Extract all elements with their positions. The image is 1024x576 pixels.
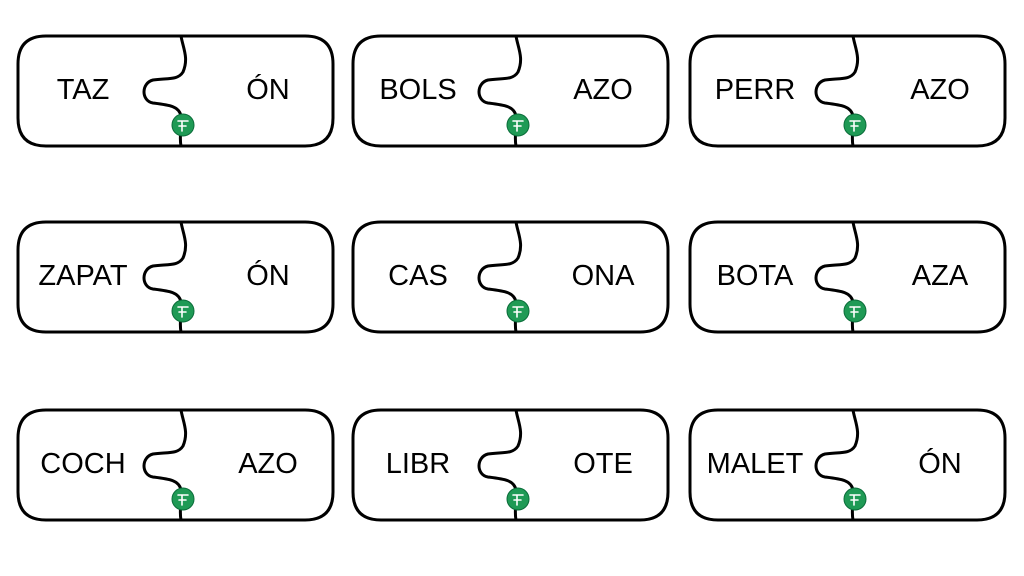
green-circle-logo-icon (506, 487, 530, 511)
right-syllable: AZO (910, 74, 970, 106)
left-syllable: BOTA (717, 260, 794, 292)
puzzle-piece-pair: PERR AZO (688, 34, 1007, 148)
left-syllable: COCH (40, 448, 125, 480)
piece-outline (351, 408, 670, 522)
piece-outline (16, 220, 335, 334)
puzzle-piece-pair: BOTA AZA (688, 220, 1007, 334)
right-syllable: ÓN (246, 73, 290, 106)
puzzle-piece-pair: TAZ ÓN (16, 34, 335, 148)
right-syllable: ONA (572, 260, 636, 292)
right-syllable: ÓN (918, 447, 962, 480)
green-circle-logo-icon (506, 299, 530, 323)
left-syllable: BOLS (379, 74, 456, 106)
right-syllable: ÓN (246, 259, 290, 292)
piece-outline (16, 34, 335, 148)
left-syllable: CAS (388, 260, 448, 292)
right-syllable: OTE (573, 448, 633, 480)
right-syllable: AZO (573, 74, 633, 106)
green-circle-logo-icon (171, 113, 195, 137)
piece-outline (688, 408, 1007, 522)
piece-outline (351, 34, 670, 148)
right-syllable: AZO (238, 448, 298, 480)
green-circle-logo-icon (171, 299, 195, 323)
green-circle-logo-icon (843, 487, 867, 511)
puzzle-piece-pair: ZAPAT ÓN (16, 220, 335, 334)
piece-outline (16, 408, 335, 522)
green-circle-logo-icon (506, 113, 530, 137)
green-circle-logo-icon (843, 113, 867, 137)
piece-outline (688, 220, 1007, 334)
left-syllable: ZAPAT (38, 260, 127, 292)
puzzle-piece-pair: MALET ÓN (688, 408, 1007, 522)
puzzle-piece-pair: COCH AZO (16, 408, 335, 522)
puzzle-piece-pair: CAS ONA (351, 220, 670, 334)
green-circle-logo-icon (843, 299, 867, 323)
green-circle-logo-icon (171, 487, 195, 511)
left-syllable: PERR (715, 74, 796, 106)
piece-outline (688, 34, 1007, 148)
right-syllable: AZA (912, 260, 969, 292)
left-syllable: LIBR (386, 448, 450, 480)
puzzle-piece-pair: BOLS AZO (351, 34, 670, 148)
puzzle-piece-pair: LIBR OTE (351, 408, 670, 522)
piece-outline (351, 220, 670, 334)
left-syllable: TAZ (57, 74, 110, 106)
left-syllable: MALET (707, 448, 804, 480)
